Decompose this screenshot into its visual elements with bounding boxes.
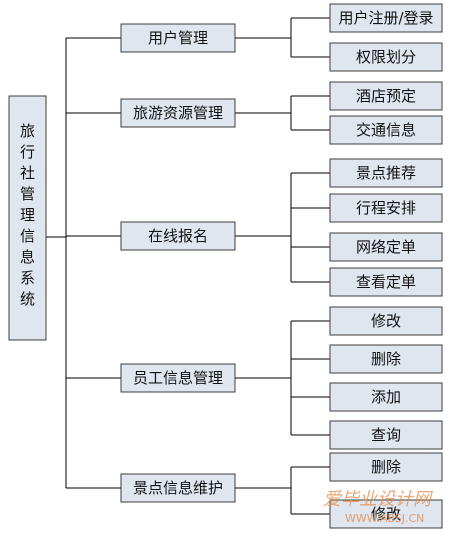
module-user-management: 用户管理 bbox=[120, 23, 236, 53]
function-staff-delete: 删除 bbox=[329, 344, 443, 374]
root-char: 息 bbox=[20, 248, 35, 266]
module-label: 景点信息维护 bbox=[133, 479, 223, 497]
module-label: 员工信息管理 bbox=[133, 369, 223, 387]
root-char: 社 bbox=[20, 164, 35, 182]
function-attraction-edit: 修改 bbox=[329, 499, 443, 529]
root-char: 行 bbox=[20, 143, 35, 161]
function-label: 行程安排 bbox=[356, 199, 416, 217]
module-staff-info: 员工信息管理 bbox=[120, 363, 236, 393]
watermark-logo: 爱毕业设计网 bbox=[323, 489, 433, 510]
function-itinerary: 行程安排 bbox=[329, 193, 443, 223]
function-permission-division: 权限划分 bbox=[329, 42, 443, 72]
module-attraction-maintenance: 景点信息维护 bbox=[120, 473, 236, 503]
module-label: 在线报名 bbox=[148, 227, 208, 245]
function-view-order: 查看定单 bbox=[329, 267, 443, 297]
function-staff-edit: 修改 bbox=[329, 306, 443, 336]
function-hotel-booking: 酒店预定 bbox=[329, 81, 443, 111]
root-node: 旅 行 社 管 理 信 息 系 统 bbox=[8, 95, 47, 341]
watermark-url: WWW.ABSJ.CN bbox=[345, 512, 424, 525]
function-label: 用户注册/登录 bbox=[338, 9, 433, 27]
function-attraction-recommend: 景点推荐 bbox=[329, 158, 443, 188]
function-label: 修改 bbox=[371, 312, 401, 330]
function-attraction-delete: 删除 bbox=[329, 452, 443, 482]
function-online-order: 网络定单 bbox=[329, 232, 443, 262]
function-label: 修改 bbox=[371, 505, 401, 523]
module-label: 用户管理 bbox=[148, 29, 208, 47]
function-label: 查询 bbox=[371, 426, 401, 444]
function-label: 权限划分 bbox=[356, 48, 416, 66]
function-user-register-login: 用户注册/登录 bbox=[329, 3, 443, 33]
function-label: 查看定单 bbox=[356, 273, 416, 291]
root-char: 管 bbox=[20, 185, 35, 203]
watermark-text: 爱毕业设计网 bbox=[323, 489, 433, 510]
module-label: 旅游资源管理 bbox=[133, 104, 223, 122]
function-label: 添加 bbox=[371, 388, 401, 406]
function-label: 删除 bbox=[371, 458, 401, 476]
root-char: 旅 bbox=[20, 122, 35, 140]
root-char: 系 bbox=[20, 269, 35, 287]
module-travel-resources: 旅游资源管理 bbox=[120, 98, 236, 128]
module-online-signup: 在线报名 bbox=[120, 221, 236, 251]
root-char: 理 bbox=[20, 206, 35, 224]
function-label: 景点推荐 bbox=[356, 164, 416, 182]
function-label: 删除 bbox=[371, 350, 401, 368]
function-traffic-info: 交通信息 bbox=[329, 115, 443, 145]
function-staff-add: 添加 bbox=[329, 382, 443, 412]
connector-lines bbox=[46, 17, 330, 515]
function-label: 网络定单 bbox=[356, 238, 416, 256]
root-char: 信 bbox=[20, 227, 35, 245]
function-label: 交通信息 bbox=[356, 121, 416, 139]
function-staff-query: 查询 bbox=[329, 420, 443, 450]
function-label: 酒店预定 bbox=[356, 87, 416, 105]
root-char: 统 bbox=[20, 290, 35, 308]
